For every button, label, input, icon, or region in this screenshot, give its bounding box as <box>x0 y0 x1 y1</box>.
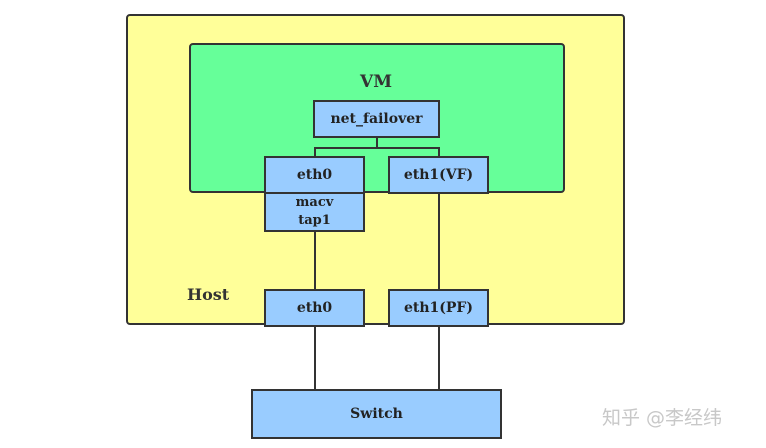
connector-macvtap-host-eth0 <box>314 231 316 290</box>
connector-failover-eth1 <box>438 147 440 157</box>
vm-label: VM <box>360 72 393 92</box>
connector-failover-eth0 <box>314 147 316 157</box>
connector-host-eth1-switch <box>438 326 440 390</box>
connector-failover-bar <box>314 147 440 149</box>
net-failover-node: net_failover <box>313 100 440 138</box>
connector-vf-host-eth1 <box>438 193 440 290</box>
macvtap-label-line1: macv <box>295 195 334 210</box>
macvtap-label-line2: tap1 <box>298 213 331 228</box>
vm-eth0-node: eth0 <box>264 156 365 194</box>
connector-host-eth0-switch <box>314 326 316 390</box>
host-eth1-pf-node: eth1(PF) <box>388 289 489 327</box>
host-eth0-node: eth0 <box>264 289 365 327</box>
vm-eth1-vf-node: eth1(VF) <box>388 156 489 194</box>
watermark: 知乎 @李经纬 <box>602 407 723 429</box>
host-label: Host <box>187 285 230 304</box>
macvtap-node: macv tap1 <box>264 192 365 232</box>
connector-failover-stem <box>376 138 378 148</box>
switch-node: Switch <box>251 389 502 439</box>
